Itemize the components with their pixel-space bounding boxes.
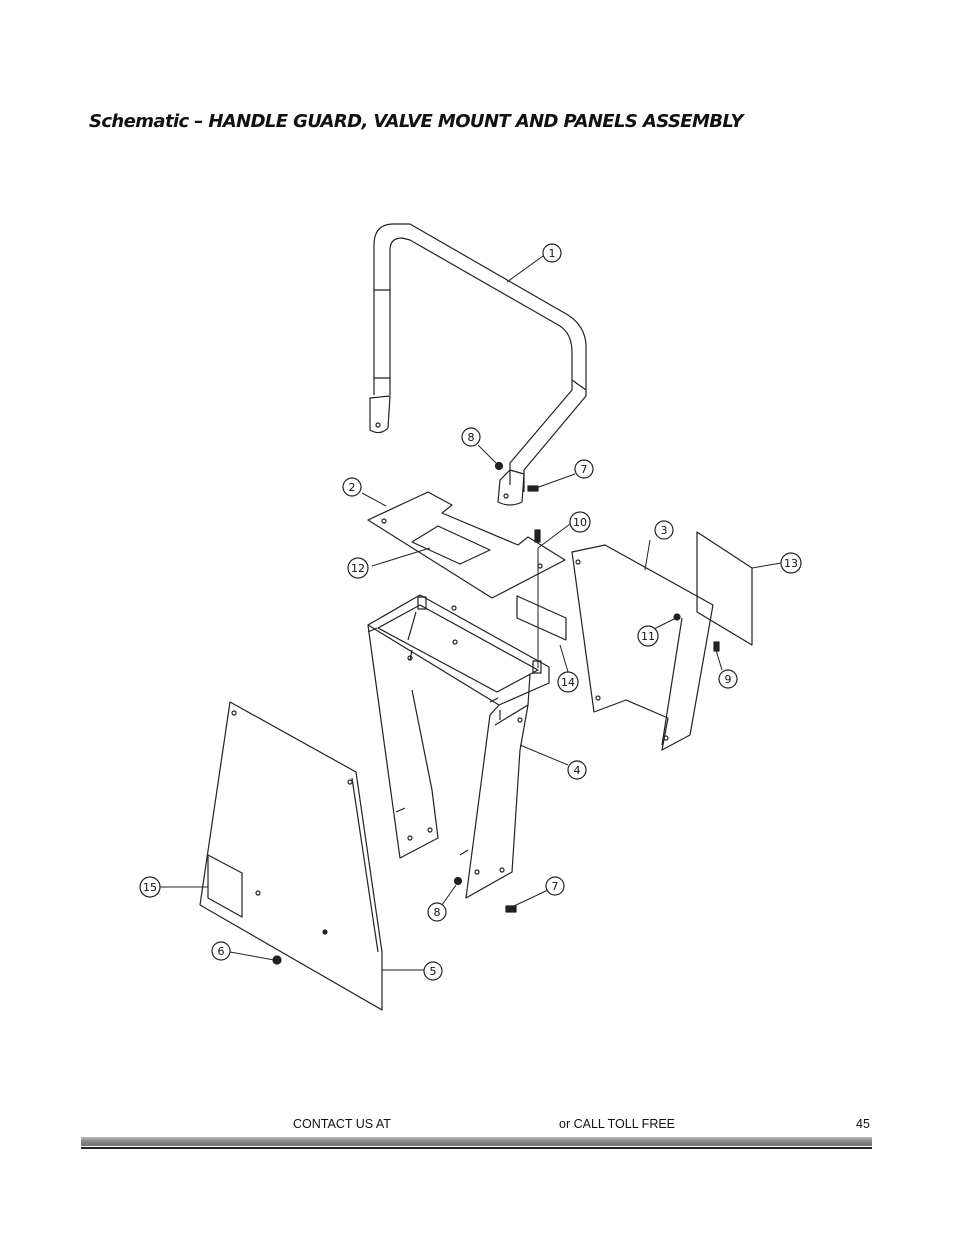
callout-10: 10	[569, 511, 591, 533]
callout-13: 13	[780, 552, 802, 574]
footer-contact-text: CONTACT US AT	[293, 1117, 391, 1131]
footer-bar	[81, 1137, 872, 1146]
svg-text:6: 6	[218, 945, 225, 958]
svg-text:9: 9	[725, 673, 732, 686]
front-panel-part	[199, 701, 383, 1011]
callout-1: 1	[542, 243, 562, 263]
callout-6: 6	[211, 941, 231, 961]
callout-5: 5	[423, 961, 443, 981]
callout-3: 3	[654, 520, 674, 540]
svg-text:2: 2	[349, 481, 356, 494]
svg-text:5: 5	[430, 965, 437, 978]
handle-guard-part	[369, 223, 587, 506]
svg-text:3: 3	[661, 524, 668, 537]
callout-2: 2	[342, 477, 362, 497]
callout-8: 8	[461, 427, 481, 447]
svg-text:14: 14	[561, 676, 575, 689]
svg-text:11: 11	[641, 630, 655, 643]
page-number: 45	[856, 1117, 870, 1131]
valve-housing-part	[367, 594, 550, 899]
callouts: 1 8 7 2 10 3 13 12 11 14 9 4 15 7 8 6 5	[139, 243, 802, 981]
callout-7-lower: 7	[545, 876, 565, 896]
svg-text:7: 7	[581, 463, 588, 476]
footer-rule	[81, 1147, 872, 1149]
svg-text:12: 12	[351, 562, 365, 575]
svg-text:8: 8	[434, 906, 441, 919]
callout-15: 15	[139, 876, 161, 898]
page-title: Schematic – HANDLE GUARD, VALVE MOUNT AN…	[89, 111, 744, 132]
decal-15-part	[207, 854, 243, 918]
footer-toll-free-text: or CALL TOLL FREE	[559, 1117, 676, 1131]
leader-lines	[160, 255, 782, 971]
callout-9: 9	[718, 669, 738, 689]
valve-mount-plate	[367, 491, 566, 599]
svg-text:15: 15	[143, 881, 157, 894]
svg-text:8: 8	[468, 431, 475, 444]
decal-13-part	[696, 531, 753, 646]
callout-7: 7	[574, 459, 594, 479]
callout-11: 11	[637, 625, 659, 647]
svg-text:4: 4	[574, 764, 581, 777]
svg-text:10: 10	[573, 516, 587, 529]
side-panel-part	[571, 544, 714, 751]
fasteners	[272, 461, 720, 965]
callout-4: 4	[567, 760, 587, 780]
svg-text:13: 13	[784, 557, 798, 570]
svg-text:7: 7	[552, 880, 559, 893]
callout-8-lower: 8	[427, 902, 447, 922]
callout-14: 14	[557, 671, 579, 693]
decal-14-part	[516, 595, 567, 641]
callout-12: 12	[347, 557, 369, 579]
svg-text:1: 1	[549, 247, 556, 260]
